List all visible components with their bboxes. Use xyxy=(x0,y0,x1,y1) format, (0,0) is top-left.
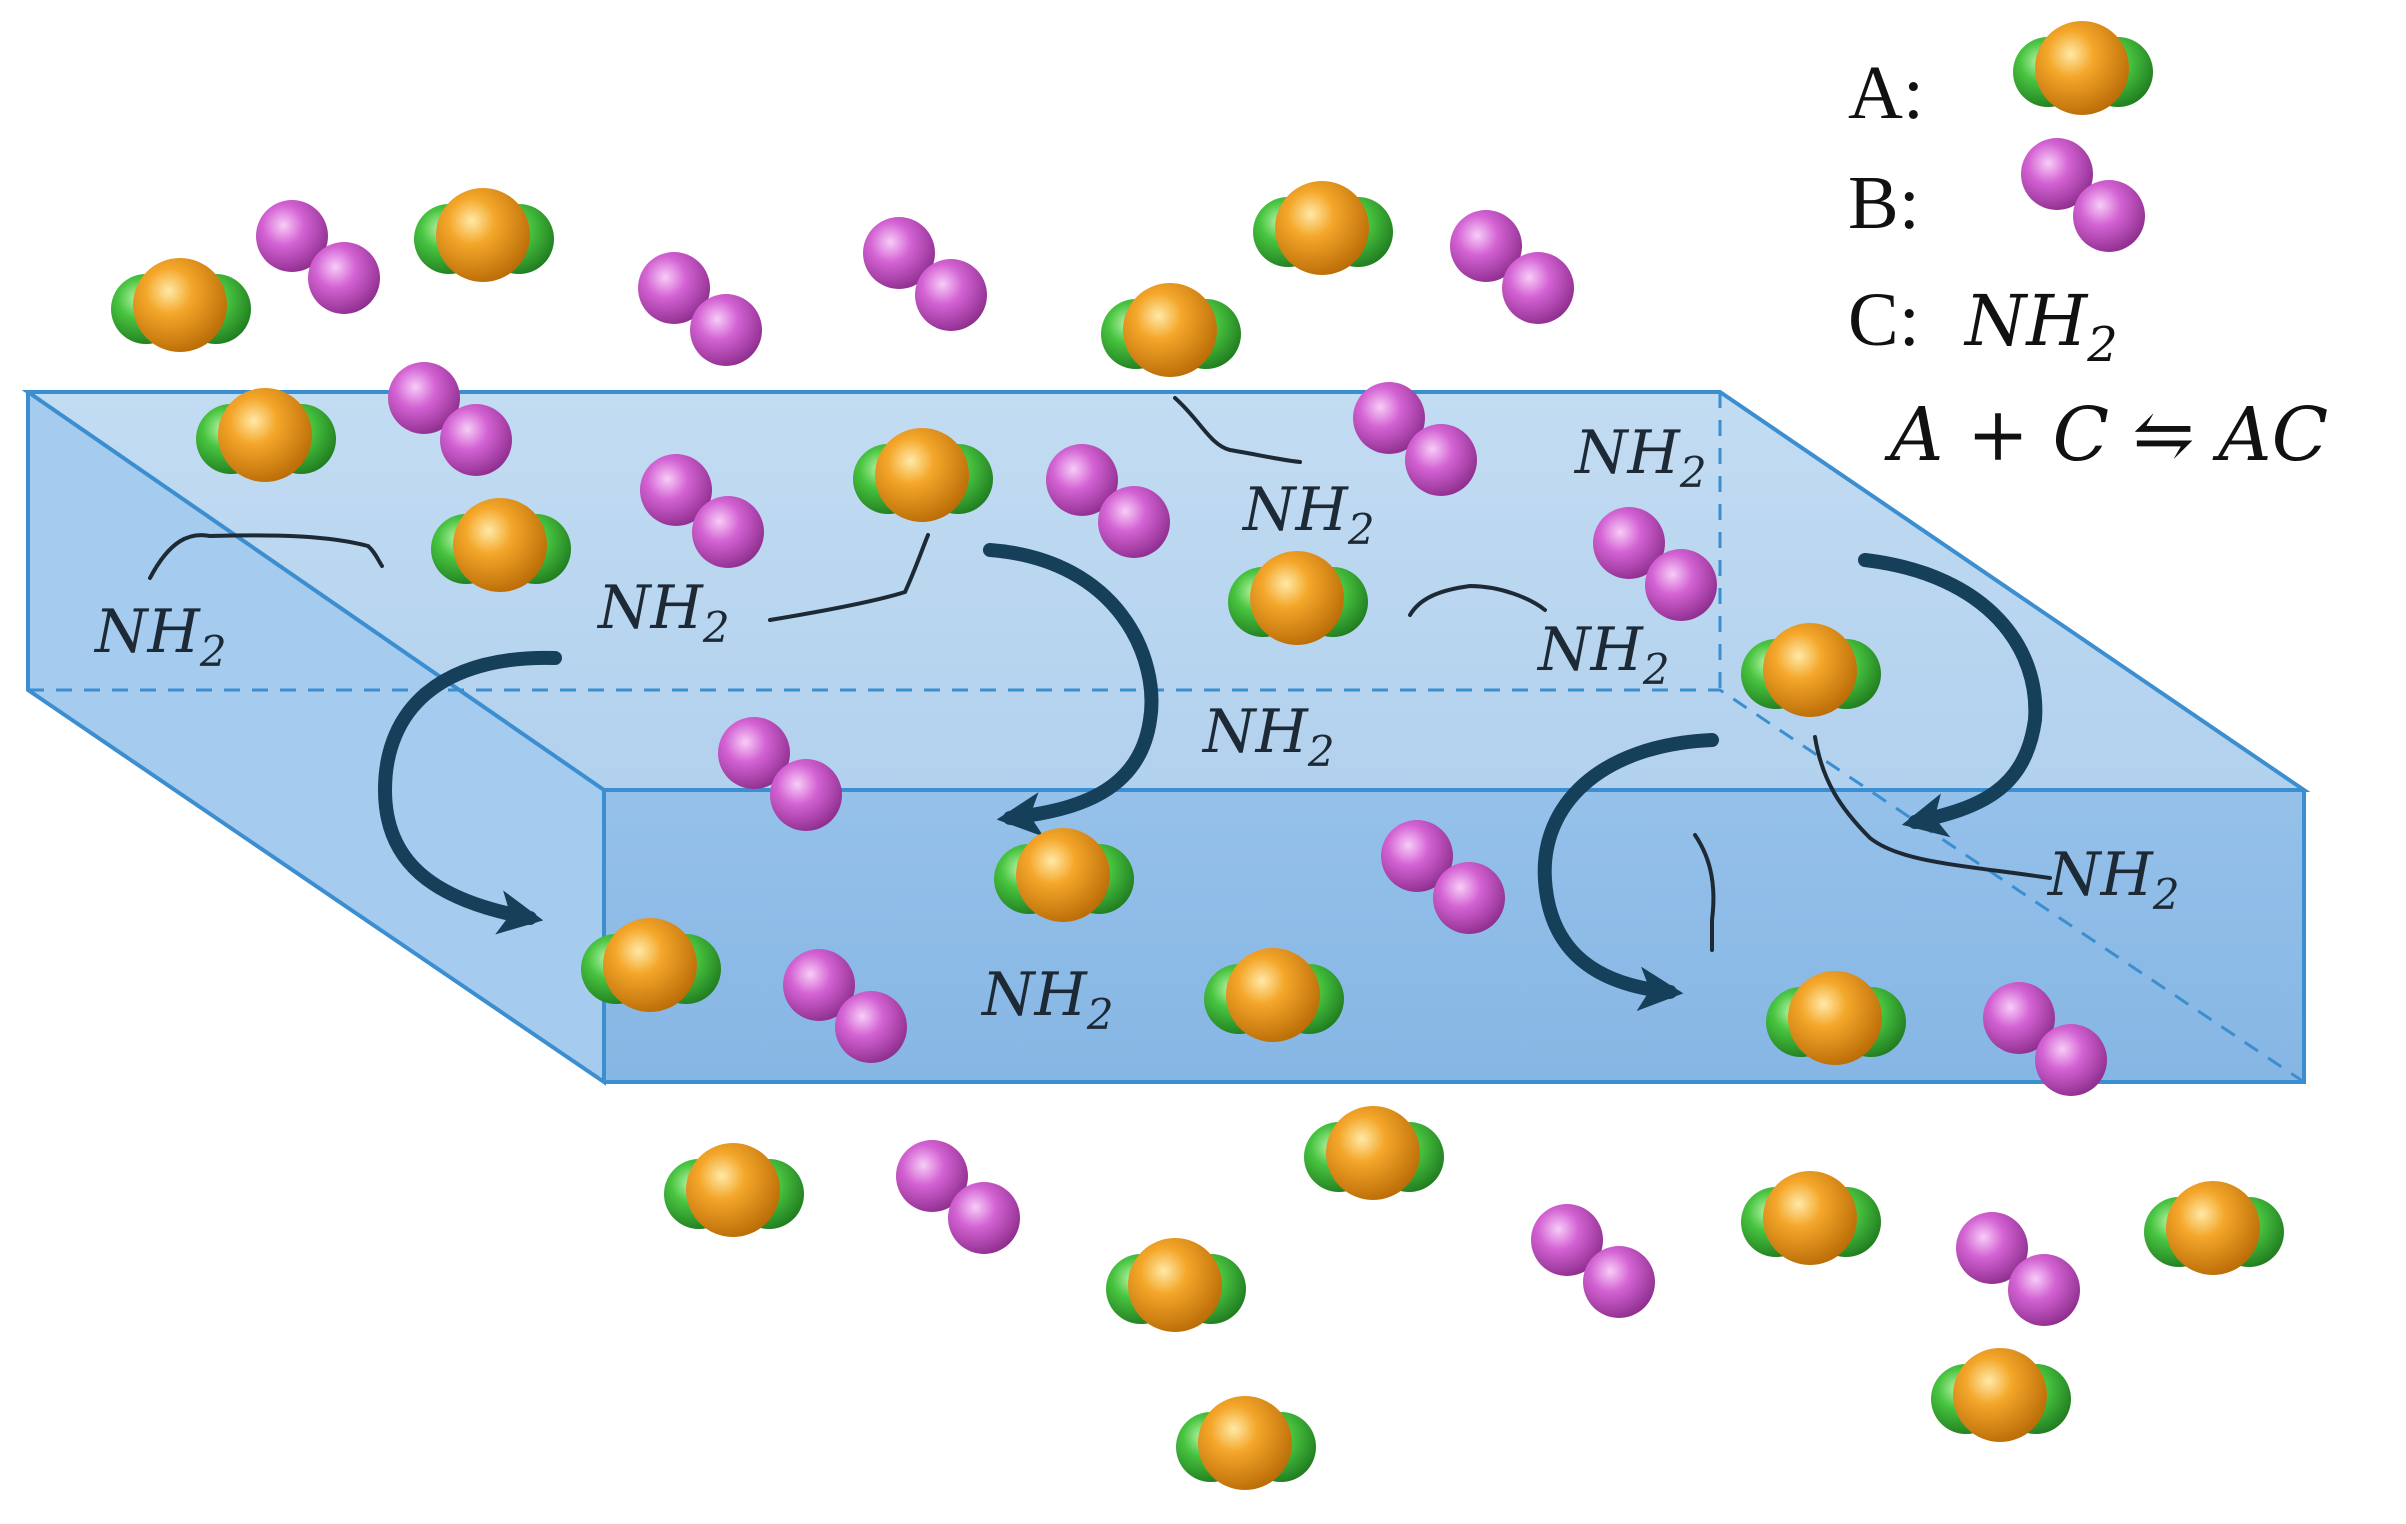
molecule-b xyxy=(256,200,380,314)
arrow-center xyxy=(983,543,1159,837)
surface-groups: NH2 NH2 NH2 NH2 NH2 NH2 NH2 NH2 xyxy=(93,418,2180,1039)
membrane-slab xyxy=(21,390,2311,1086)
molecule-a xyxy=(1106,1238,1246,1332)
nh2-label: NH2 xyxy=(1241,475,1375,554)
nh2-label: NH2 xyxy=(1573,418,1707,497)
molecule-b xyxy=(1956,1212,2080,1326)
molecule-a xyxy=(1253,181,1393,275)
molecule-b xyxy=(863,217,987,331)
slab-hidden-edges xyxy=(28,392,2305,1084)
molecule-b xyxy=(638,252,762,366)
molecule-a xyxy=(1101,283,1241,377)
molecule-a xyxy=(414,188,554,282)
legend-b-label: B: xyxy=(1848,161,1920,245)
legend-molecule-b xyxy=(2021,138,2145,252)
tether-lines xyxy=(148,396,2052,952)
nh2-label: NH2 xyxy=(596,573,730,652)
legend-c-group: NH2 xyxy=(1963,280,2118,373)
legend-c-label: C: xyxy=(1848,278,1920,362)
molecule-b xyxy=(896,1140,1020,1254)
adsorption-arrows xyxy=(377,543,2043,1012)
molecule-a xyxy=(2144,1181,2284,1275)
molecule-b xyxy=(1531,1204,1655,1318)
arrow-right-lower xyxy=(1537,733,1719,1012)
molecule-b xyxy=(1450,210,1574,324)
arrow-left xyxy=(377,650,562,935)
nh2-label: NH2 xyxy=(1536,615,1670,694)
legend-molecule-a xyxy=(2013,21,2153,115)
nh2-label: NH2 xyxy=(980,960,1114,1039)
molecule-a xyxy=(1176,1396,1316,1490)
legend: A: B: C: NH2 A + C ⇋ AC xyxy=(1848,21,2328,478)
legend-a-label: A: xyxy=(1848,51,1924,135)
nh2-label: NH2 xyxy=(2046,840,2180,919)
molecule-a xyxy=(1931,1348,2071,1442)
molecule-a xyxy=(111,258,251,352)
legend-equation: A + C ⇋ AC xyxy=(1884,392,2328,478)
nh2-label: NH2 xyxy=(93,597,227,676)
molecule-a xyxy=(1304,1106,1444,1200)
arrow-right-upper xyxy=(1858,553,2043,838)
molecule-a xyxy=(664,1143,804,1237)
molecule-a xyxy=(1741,1171,1881,1265)
slab-left-face xyxy=(28,392,604,1082)
nh2-label: NH2 xyxy=(1201,697,1335,776)
